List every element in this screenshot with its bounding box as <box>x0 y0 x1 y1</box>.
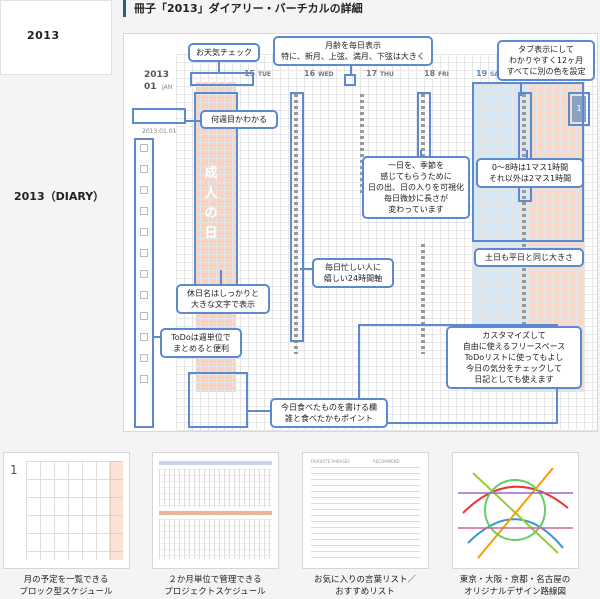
day-weekday: FRI <box>437 71 449 78</box>
week-label: 2013.01.01 <box>142 128 177 135</box>
leader-line <box>246 410 270 412</box>
holiday-name: 成人の日 <box>204 166 218 241</box>
leader-line <box>350 64 352 74</box>
todo-checkbox[interactable] <box>140 186 148 194</box>
day-date: 17 <box>366 69 378 78</box>
todo-checkbox[interactable] <box>140 207 148 215</box>
leader-line <box>153 336 161 338</box>
thumbnail-route-map[interactable] <box>452 452 579 569</box>
thumb-calendar-grid <box>26 461 123 560</box>
day-header: 19 SAT <box>476 68 503 80</box>
todo-checkbox[interactable] <box>140 312 148 320</box>
todo-checkbox[interactable] <box>140 144 148 152</box>
thumb-bar <box>159 461 272 465</box>
thumb-month-number: 1 <box>10 463 18 477</box>
callout-busy: 毎日忙しい人に 嬉しい24時間軸 <box>312 258 394 288</box>
callout-hour-scale: 0～8時は1マス1時間 それ以外は2マス1時間 <box>476 158 584 188</box>
thumb-caption: 月の予定を一覧できる ブロック型スケジュール <box>19 575 113 597</box>
leader-line <box>520 84 522 96</box>
todo-checkbox[interactable] <box>140 270 148 278</box>
leader-line <box>218 60 220 72</box>
thumb-caption: お気に入りの言葉リスト／ おすすめリスト <box>313 575 416 597</box>
year-tab-label: 2013 <box>27 29 60 42</box>
route-map-graphic <box>458 467 573 559</box>
thumb-sunday-column <box>109 461 123 560</box>
weather-highlight <box>190 72 254 86</box>
thumbnail-block-schedule[interactable]: 1 <box>3 452 130 569</box>
callout-freespace: カスタマイズして 自由に使えるフリースペース ToDoリストに使ってもよし 今日… <box>446 326 582 389</box>
day-header: 17 THU <box>366 68 394 80</box>
todo-checkbox[interactable] <box>140 333 148 341</box>
diary-label: 2013（DIARY） <box>14 190 105 203</box>
thumbnail-favorite-list[interactable]: FAVORITE PHRASES RECOMMEND <box>302 452 429 569</box>
sunrise-line <box>360 94 364 194</box>
week-number-highlight <box>132 108 186 124</box>
callout-tabs: タブ表示にして わかりやすく12ヶ月 すべてに別の色を設定 <box>497 40 595 81</box>
day-date: 19 <box>476 69 488 78</box>
sunrise-line <box>421 244 425 354</box>
day-weekday: THU <box>379 71 394 78</box>
todo-checkbox[interactable] <box>140 354 148 362</box>
meal-highlight <box>188 372 248 428</box>
callout-meal: 今日食べたものを書ける欄 誰と食べたかもポイント <box>270 398 388 428</box>
todo-checkbox[interactable] <box>140 228 148 236</box>
callout-weather: お天気チェック <box>188 43 260 62</box>
diary-year: 2013 <box>144 70 170 80</box>
sunrise-highlight <box>290 92 304 342</box>
leader-line <box>526 150 528 158</box>
callout-todo: ToDoは週単位で まとめると便利 <box>160 328 242 358</box>
thumb-caption: 東京・大阪・京都・名古屋の オリジナルデザイン路線図 <box>459 575 571 597</box>
thumb-grid <box>159 469 272 507</box>
moon-highlight <box>344 74 356 86</box>
day-weekday: WED <box>317 71 334 78</box>
tab-highlight <box>568 92 590 126</box>
todo-checkbox[interactable] <box>140 249 148 257</box>
todo-checkbox[interactable] <box>140 375 148 383</box>
leader-line <box>220 270 222 284</box>
sunrise-line <box>294 94 298 354</box>
thumb-grid <box>159 519 272 559</box>
leader-line <box>184 120 200 122</box>
leader-line <box>300 268 312 270</box>
sunrise-line <box>522 94 526 354</box>
day-date: 16 <box>304 69 316 78</box>
callout-season: 一日を、季節を 感じてもらうために 日の出、日の入りを可視化 毎日微妙に長さが … <box>362 156 470 219</box>
day-header: 16 WED <box>304 68 334 80</box>
hour-scale-highlight <box>518 92 532 202</box>
callout-moon: 月齢を毎日表示 特に、新月、上弦、満月、下弦は大きく <box>273 36 433 66</box>
thumb-ruled-lines <box>311 467 420 560</box>
todo-checkbox[interactable] <box>140 291 148 299</box>
todo-checkboxes <box>140 144 148 396</box>
page-heading: 冊子「2013」ダイアリー・バーチカルの詳細 <box>123 0 363 17</box>
day-weekday: TUE <box>257 71 272 78</box>
sidebar: 2013 2013（DIARY） <box>0 0 118 430</box>
todo-highlight <box>134 138 154 428</box>
leader-line <box>420 150 422 158</box>
thumb-bar <box>159 511 272 515</box>
callout-week-number: 何週目かわかる <box>200 110 278 129</box>
thumb-heading-left: FAVORITE PHRASES <box>311 459 350 464</box>
callout-holiday: 休日名はしっかりと 大きな文字で表示 <box>176 284 270 314</box>
year-tab[interactable]: 2013 <box>0 0 112 75</box>
diary-month-en: JAN <box>162 84 173 91</box>
day-header: 18 FRI <box>424 68 449 80</box>
callout-weekend: 土日も平日と同じ大きさ <box>474 248 584 267</box>
todo-checkbox[interactable] <box>140 165 148 173</box>
day-date: 18 <box>424 69 436 78</box>
thumbnail-project-schedule[interactable] <box>152 452 279 569</box>
thumb-heading-right: RECOMMEND <box>373 459 400 464</box>
thumb-caption: ２か月単位で管理できる プロジェクトスケジュール <box>164 575 266 597</box>
day-weekday: SAT <box>490 71 503 78</box>
sunrise-line <box>421 94 425 194</box>
diary-month: 01 <box>144 82 157 92</box>
